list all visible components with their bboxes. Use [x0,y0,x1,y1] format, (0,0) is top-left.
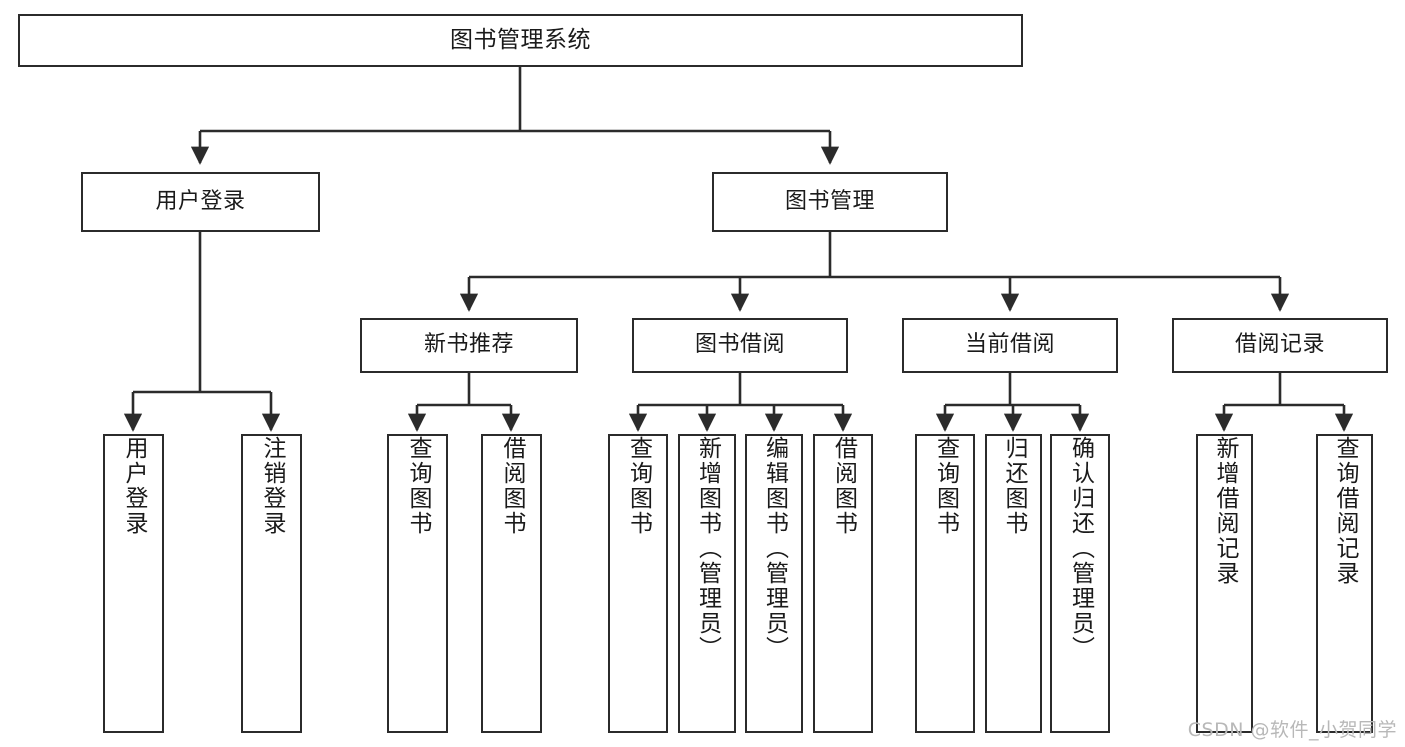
node-new-book-recommend[interactable]: 新书推荐 [360,318,578,373]
node-label: 编辑图书（管理员） [761,436,788,661]
leaf-borrow-record-query[interactable]: 查询借阅记录 [1316,434,1373,733]
node-book-borrow[interactable]: 图书借阅 [632,318,848,373]
leaf-book-borrow-edit[interactable]: 编辑图书（管理员） [745,434,803,733]
node-user-login[interactable]: 用户登录 [81,172,320,232]
node-label: 查询图书 [405,436,431,536]
node-label: 新书推荐 [423,332,514,358]
node-label: 图书借阅 [694,332,785,358]
leaf-current-borrow-confirm-return[interactable]: 确认归还（管理员） [1050,434,1110,733]
leaf-new-book-borrow[interactable]: 借阅图书 [481,434,542,733]
node-label: 用户登录 [121,436,147,536]
leaf-book-borrow-query[interactable]: 查询图书 [608,434,668,733]
node-label: 查询图书 [932,436,959,536]
leaf-book-borrow-add[interactable]: 新增图书（管理员） [678,434,736,733]
node-root-system[interactable]: 图书管理系统 [18,14,1023,67]
node-label: 查询图书 [625,436,652,536]
node-label: 注销登录 [259,436,285,536]
node-borrow-record[interactable]: 借阅记录 [1172,318,1388,373]
node-label: 借阅图书 [830,436,857,536]
node-label: 图书管理 [784,188,875,214]
leaf-current-borrow-query[interactable]: 查询图书 [915,434,975,733]
node-label: 新增借阅记录 [1212,436,1238,586]
leaf-current-borrow-return[interactable]: 归还图书 [985,434,1042,733]
node-label: 查询借阅记录 [1332,436,1358,586]
node-book-management[interactable]: 图书管理 [712,172,948,232]
node-label: 归还图书 [1001,436,1027,536]
node-label: 新增图书（管理员） [694,436,721,661]
leaf-new-book-query[interactable]: 查询图书 [387,434,448,733]
leaf-user-login-login[interactable]: 用户登录 [103,434,164,733]
node-label: 借阅记录 [1234,332,1325,358]
node-label: 确认归还（管理员） [1067,436,1094,661]
leaf-book-borrow-borrow[interactable]: 借阅图书 [813,434,873,733]
node-label: 图书管理系统 [450,26,591,53]
node-label: 当前借阅 [964,332,1055,358]
leaf-borrow-record-add[interactable]: 新增借阅记录 [1196,434,1253,733]
node-label: 借阅图书 [499,436,525,536]
node-current-borrow[interactable]: 当前借阅 [902,318,1118,373]
node-label: 用户登录 [155,188,246,214]
leaf-user-login-logout[interactable]: 注销登录 [241,434,302,733]
